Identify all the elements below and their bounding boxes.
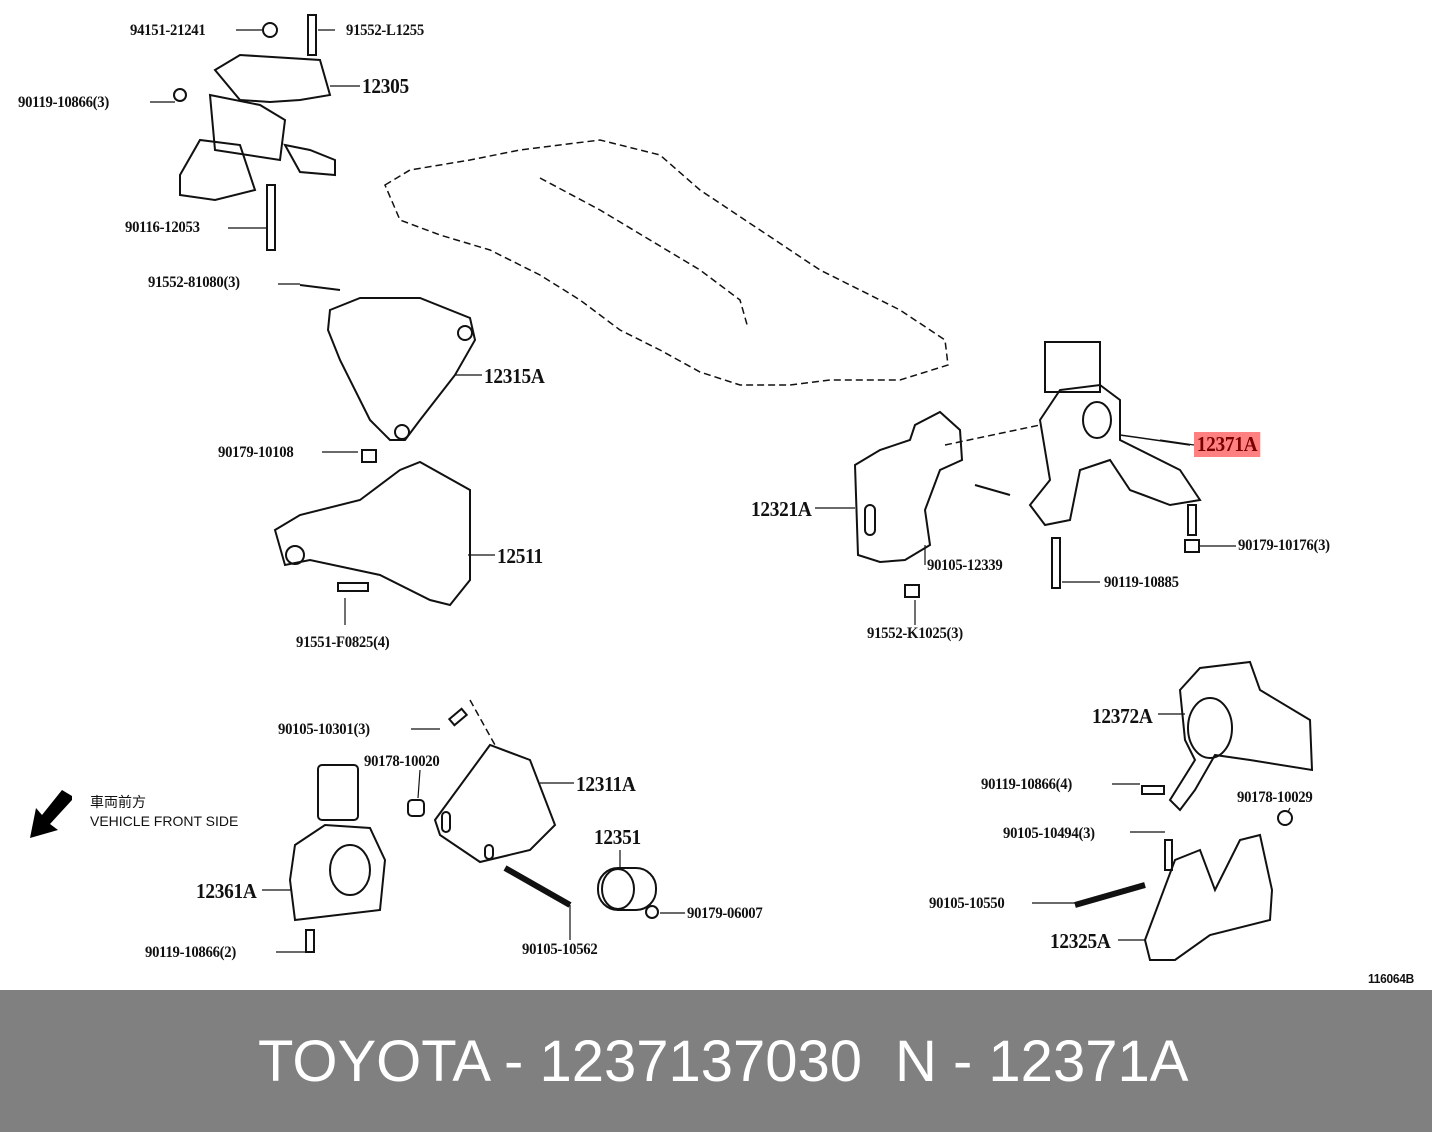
part-label[interactable]: 90116-12053 (125, 219, 200, 236)
part-12315A (299, 284, 477, 463)
part-label[interactable]: 90119-10866(4) (981, 776, 1072, 793)
part-label[interactable]: 90179-06007 (687, 905, 763, 922)
part-label[interactable]: 90179-10108 (218, 444, 294, 461)
leader-lines (150, 29, 1291, 953)
part-label[interactable]: 12321A (751, 497, 812, 521)
part-label[interactable]: 12511 (497, 544, 543, 568)
part-label[interactable]: 12305 (362, 74, 409, 98)
part-12511 (273, 460, 471, 607)
diagram-ref-code: 116064B (1368, 971, 1414, 986)
part-label[interactable]: 90179-10176(3) (1238, 537, 1330, 554)
part-12305 (173, 14, 336, 251)
part-label[interactable]: 12315A (484, 364, 545, 388)
part-label[interactable]: 90105-10301(3) (278, 721, 370, 738)
footer-bar: TOYOTA - 1237137030 N - 12371A (0, 990, 1432, 1132)
part-label[interactable]: 12361A (196, 879, 257, 903)
part-label[interactable]: 12325A (1050, 929, 1111, 953)
part-label[interactable]: 12372A (1092, 704, 1153, 728)
part-label[interactable]: 90178-10029 (1237, 789, 1313, 806)
part-12371A (944, 341, 1202, 589)
engine-outline (384, 139, 949, 386)
part-label[interactable]: 94151-21241 (130, 22, 206, 39)
parts-diagram: 94151-21241 91552-L1255 12305 90119-1086… (18, 14, 1414, 986)
part-label[interactable]: 90105-10550 (929, 895, 1005, 912)
part-label[interactable]: 91552-K1025(3) (867, 625, 963, 642)
part-label[interactable]: 90178-10020 (364, 753, 440, 770)
part-label[interactable]: 90105-10562 (522, 941, 598, 958)
part-label[interactable]: 12351 (594, 825, 641, 849)
part-12351 (503, 865, 659, 919)
part-12311A (407, 699, 557, 864)
part-12361A (288, 764, 387, 953)
part-label[interactable]: 90119-10866(2) (145, 944, 236, 961)
part-label-highlighted[interactable]: 12371A (1194, 432, 1261, 457)
part-12321A (853, 410, 1011, 598)
part-12372A (1141, 660, 1314, 826)
part-12325A (1074, 833, 1274, 961)
diagram-drawing (30, 14, 1314, 961)
direction-en: VEHICLE FRONT SIDE (90, 813, 239, 829)
part-label[interactable]: 90119-10866(3) (18, 94, 109, 111)
part-label[interactable]: 90105-10494(3) (1003, 825, 1095, 842)
part-label[interactable]: 90105-12339 (927, 557, 1003, 574)
part-label[interactable]: 90119-10885 (1104, 574, 1179, 591)
part-label[interactable]: 91552-81080(3) (148, 274, 240, 291)
arrow-down-left-icon (30, 790, 72, 838)
footer-part-number: TOYOTA - 1237137030 (258, 1029, 863, 1094)
footer-ref-number: N - 12371A (895, 1029, 1189, 1094)
direction-jp: 車両前方 (90, 794, 146, 810)
part-label[interactable]: 91551-F0825(4) (296, 634, 390, 651)
part-label[interactable]: 12311A (576, 772, 636, 796)
part-label[interactable]: 91552-L1255 (346, 22, 424, 39)
